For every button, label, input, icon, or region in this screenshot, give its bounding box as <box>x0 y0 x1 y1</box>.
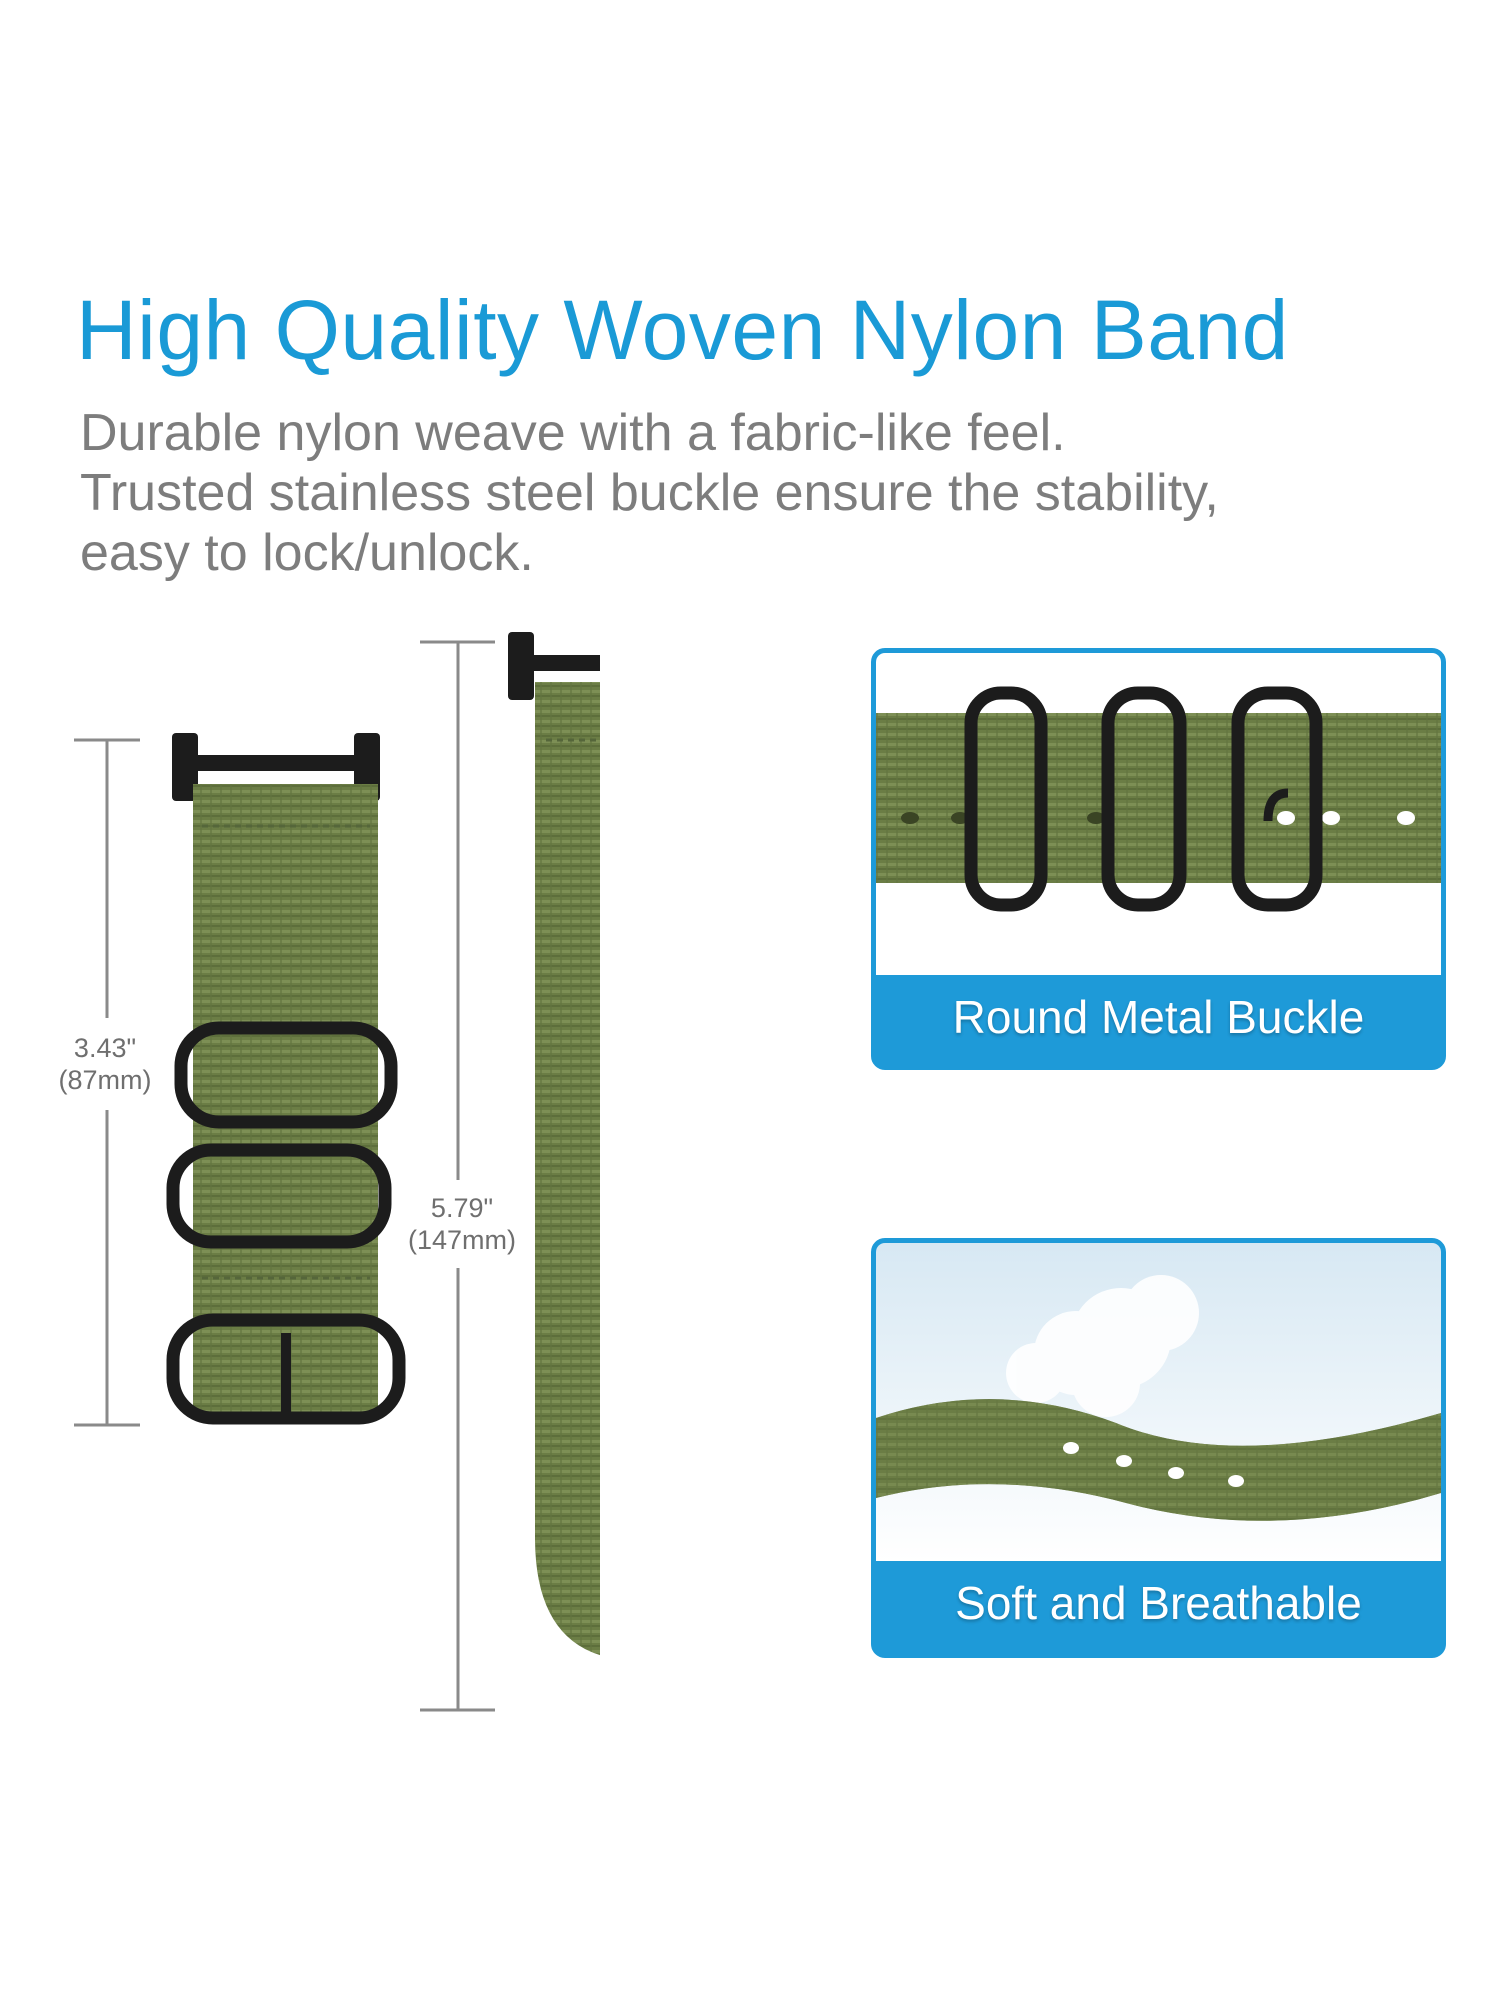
page-title: High Quality Woven Nylon Band <box>76 283 1289 377</box>
long-strap-mm: (147mm) <box>407 1225 516 1255</box>
feature-label-buckle: Round Metal Buckle <box>952 991 1365 1043</box>
breathable-closeup-image <box>876 1243 1441 1561</box>
vapor-cloud-icon <box>1006 1275 1199 1417</box>
description-line: easy to lock/unlock. <box>80 524 534 582</box>
buckle-closeup-image <box>876 653 1441 975</box>
dimension-line-short <box>74 738 140 1427</box>
short-strap-inches: 3.43" <box>73 1033 137 1063</box>
feature-card-buckle: Round Metal Buckle <box>871 648 1446 1070</box>
dimension-line-long <box>420 640 495 1712</box>
short-strap-mm: (87mm) <box>58 1065 152 1095</box>
description-line: Durable nylon weave with a fabric-like f… <box>80 404 1066 462</box>
short-strap-dimension: 3.43" (87mm) <box>40 1032 170 1096</box>
description-line: Trusted stainless steel buckle ensure th… <box>80 464 1219 522</box>
feature-label-breathable: Soft and Breathable <box>955 1577 1362 1629</box>
feature-card-breathable: Soft and Breathable <box>871 1238 1446 1658</box>
description: Durable nylon weave with a fabric-like f… <box>80 403 1219 583</box>
short-strap <box>172 733 380 1416</box>
long-strap-dimension: 5.79" (147mm) <box>392 1192 532 1256</box>
strap-illustration <box>74 632 600 1712</box>
long-strap <box>508 632 600 1656</box>
buckle-icon <box>166 1313 406 1425</box>
long-strap-inches: 5.79" <box>430 1193 494 1223</box>
keeper-ring-icon <box>166 1021 398 1249</box>
